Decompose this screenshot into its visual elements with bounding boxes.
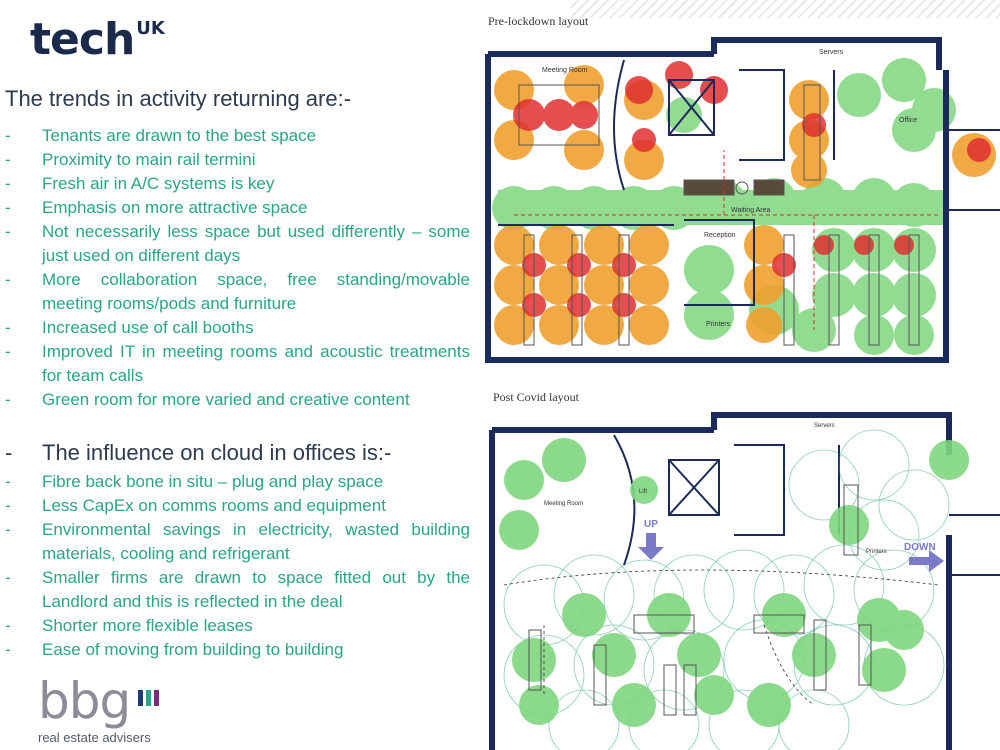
pre-lockdown-title: Pre-lockdown layout (488, 14, 589, 28)
plan2-label-lift: Lift (639, 489, 647, 495)
header-hatch-decoration (570, 0, 1000, 18)
trends-list: -Tenants are drawn to the best space -Pr… (0, 124, 470, 412)
list-item: -Ease of moving from building to buildin… (5, 640, 344, 659)
list-item: -Not necessarily less space but used dif… (5, 222, 470, 265)
bbg-logo-word: bbg (38, 672, 131, 730)
plan1-label-servers: Servers (819, 49, 844, 56)
list-item: -Environmental savings in electricity, w… (5, 520, 470, 563)
bbg-logo: bbg real estate advisers (38, 672, 159, 745)
list-item: -Emphasis on more attractive space (5, 198, 308, 217)
plan1-label-meeting: Meeting Room (542, 67, 588, 74)
plan1-label-printers: Printers (706, 321, 731, 328)
bbg-tagline: real estate advisers (38, 730, 151, 745)
cloud-influence-list: -Fibre back bone in situ – plug and play… (0, 470, 470, 662)
list-item: -Green room for more varied and creative… (5, 390, 410, 409)
plan1-label-waiting: Waiting Area (731, 207, 771, 214)
section1-heading: The trends in activity returning are:- (5, 86, 352, 111)
bbg-bar (146, 690, 151, 706)
list-item: -Fresh air in A/C systems is key (5, 174, 275, 193)
plan2-label-servers: Servers (814, 423, 835, 429)
plan2-label-up: UP (644, 519, 658, 530)
plan2-label-meeting: Meeting Room (544, 501, 583, 507)
list-item: -Shorter more flexible leases (5, 616, 253, 635)
list-item: -Proximity to main rail termini (5, 150, 256, 169)
plan1-label-office: Office (899, 117, 917, 124)
post-covid-floorplan: UP DOWN Meeting Room Servers Printers Li… (484, 405, 1000, 750)
list-item: -Tenants are drawn to the best space (5, 126, 317, 145)
section2-heading: -The influence on cloud in offices is:- (5, 440, 392, 465)
list-item: -Improved IT in meeting rooms and acoust… (5, 342, 470, 385)
plan2-label-down: DOWN (904, 542, 936, 553)
bbg-bar (154, 690, 159, 706)
list-item: -Increased use of call booths (5, 318, 254, 337)
plan1-label-reception: Reception (704, 232, 736, 239)
pre-lockdown-floorplan: Meeting Room Servers Office Waiting Area… (484, 30, 1000, 366)
post-covid-title: Post Covid layout (493, 390, 580, 404)
bbg-logo-bars (138, 690, 159, 706)
list-item: -Fibre back bone in situ – plug and play… (5, 472, 384, 491)
plan2-label-printers: Printers (866, 549, 887, 555)
list-item: -Less CapEx on comms rooms and equipment (5, 496, 386, 515)
list-item: -Smaller firms are drawn to space fitted… (5, 568, 470, 611)
list-item: -More collaboration space, free standing… (5, 270, 470, 313)
bbg-bar (138, 690, 143, 706)
